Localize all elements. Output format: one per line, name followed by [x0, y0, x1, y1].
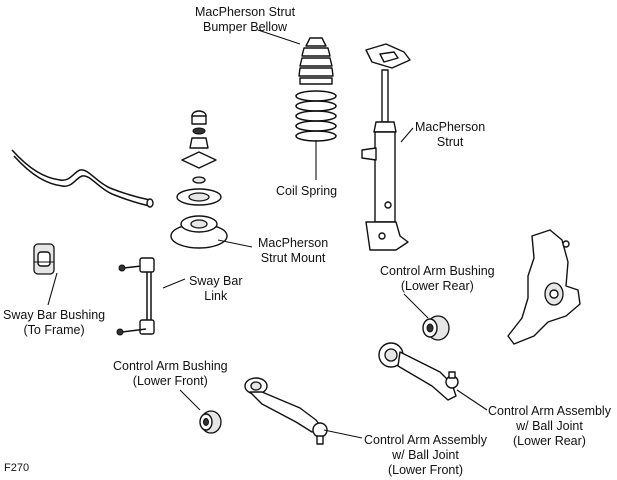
label-line: Control Arm Bushing	[113, 359, 228, 373]
label-line: Strut Mount	[260, 251, 326, 265]
label-line: w/ Ball Joint	[392, 448, 459, 462]
label-line: (Lower Rear)	[513, 434, 586, 448]
sway-bar-link	[116, 257, 155, 336]
coil-spring	[295, 90, 337, 142]
control-arm-assembly-lower-rear	[378, 342, 459, 401]
label-ca-bushing-lower-rear: Control Arm Bushing (Lower Rear)	[380, 264, 495, 294]
strut-mount-assembly	[170, 110, 228, 249]
leader-lines	[47, 29, 488, 439]
figure-code: F270	[4, 462, 30, 474]
label-line: (To Frame)	[23, 323, 85, 337]
macpherson-strut	[361, 43, 411, 251]
label-line: MacPherson Strut	[195, 5, 296, 19]
label-line: w/ Ball Joint	[516, 419, 583, 433]
label-line: Bumper Bellow	[202, 20, 288, 34]
label-strut: MacPherson Strut	[415, 120, 485, 150]
bumper-bellow	[298, 37, 334, 85]
label-line: Strut	[436, 135, 464, 149]
control-arm-assembly-lower-front	[244, 377, 328, 445]
label-ca-bushing-lower-front: Control Arm Bushing (Lower Front)	[113, 359, 228, 389]
sway-bar	[11, 149, 154, 208]
steering-knuckle	[507, 229, 581, 345]
label-ca-assembly-lower-rear: Control Arm Assembly w/ Ball Joint (Lowe…	[488, 404, 611, 449]
label-coil-spring: Coil Spring	[276, 184, 337, 199]
label-line: MacPherson	[415, 120, 486, 134]
label-line: Sway Bar	[189, 274, 243, 288]
label-line: MacPherson	[258, 236, 329, 250]
label-ca-assembly-lower-front: Control Arm Assembly w/ Ball Joint (Lowe…	[364, 433, 487, 478]
label-line: Control Arm Bushing	[380, 264, 495, 278]
label-line: Link	[204, 289, 228, 303]
label-line: (Lower Front)	[132, 374, 208, 388]
label-line: Control Arm Assembly	[488, 404, 611, 418]
control-arm-bushing-lower-front	[199, 410, 222, 434]
label-bumper-bellow: MacPherson Strut Bumper Bellow	[195, 5, 295, 35]
control-arm-bushing-lower-rear	[422, 315, 450, 341]
label-line: (Lower Front)	[387, 463, 463, 477]
label-strut-mount: MacPherson Strut Mount	[258, 236, 328, 266]
label-line: Control Arm Assembly	[364, 433, 487, 447]
label-line: Coil Spring	[276, 184, 338, 198]
label-line: Sway Bar Bushing	[3, 308, 106, 322]
label-sway-bar-bushing: Sway Bar Bushing (To Frame)	[3, 308, 105, 338]
sway-bar-bushing	[33, 243, 55, 275]
label-line: (Lower Rear)	[400, 279, 474, 293]
label-sway-bar-link: Sway Bar Link	[189, 274, 243, 304]
